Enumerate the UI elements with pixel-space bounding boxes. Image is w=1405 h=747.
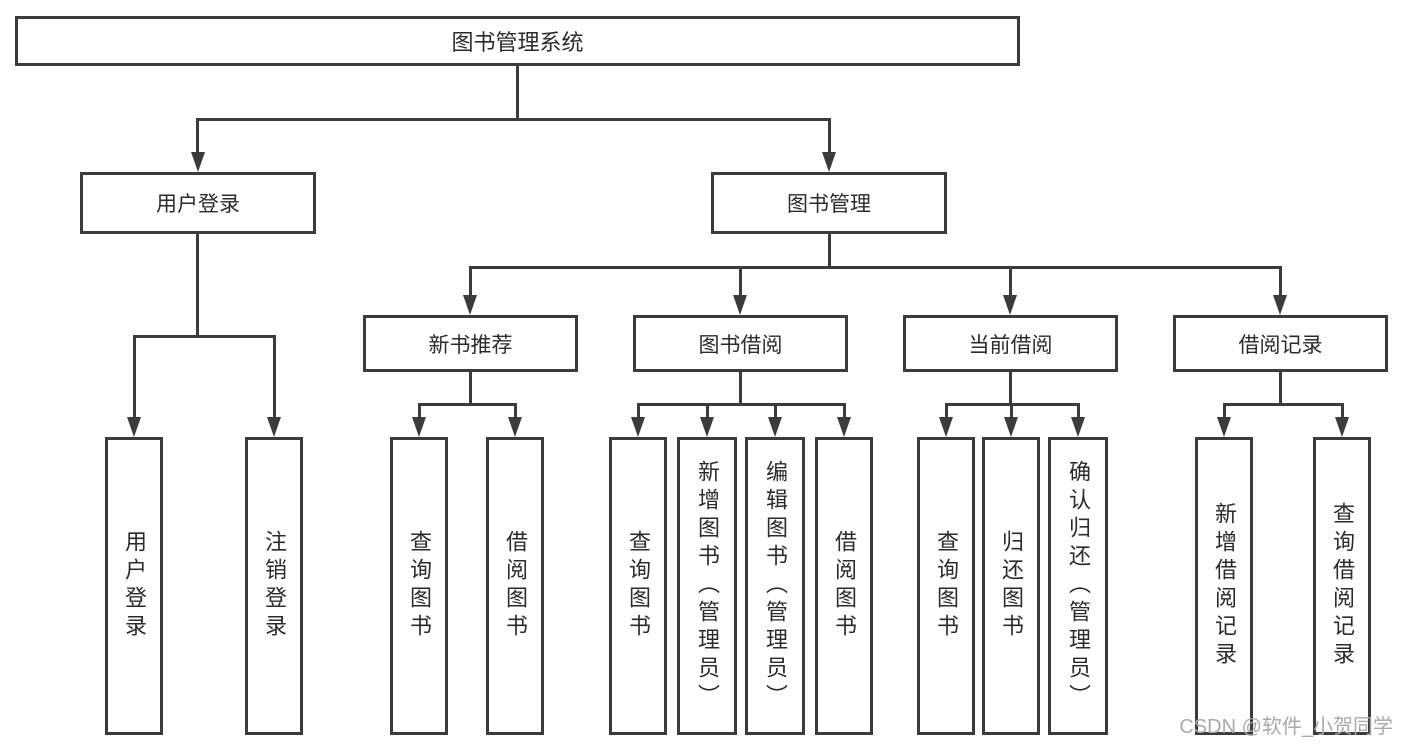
connector-line xyxy=(637,403,640,417)
node-book-borrowing: 图书借阅 xyxy=(633,315,848,372)
arrowhead-icon xyxy=(733,295,747,315)
connector-line xyxy=(273,335,276,417)
connector-line xyxy=(1009,372,1012,406)
node-label: 新书推荐 xyxy=(428,333,513,357)
leaf-confirm-return-admin: 确认归还（管理员） xyxy=(1048,437,1108,735)
node-label: 借阅图书 xyxy=(503,530,528,642)
connector-line xyxy=(1341,403,1344,417)
connector-line xyxy=(196,234,199,338)
node-label: 查询借阅记录 xyxy=(1330,502,1355,670)
arrowhead-icon xyxy=(127,417,141,437)
connector-line xyxy=(469,266,1282,269)
connector-line xyxy=(1223,403,1344,406)
connector-line xyxy=(706,403,709,417)
arrowhead-icon xyxy=(267,417,281,437)
node-borrowing-records: 借阅记录 xyxy=(1173,315,1388,372)
leaf-query-books-recommend: 查询图书 xyxy=(390,437,448,735)
node-label: 新增图书（管理员） xyxy=(695,460,720,712)
connector-line xyxy=(1077,403,1080,417)
connector-line xyxy=(469,266,472,295)
connector-line xyxy=(1009,266,1012,295)
arrowhead-icon xyxy=(631,417,645,437)
node-label: 图书管理系统 xyxy=(451,30,584,55)
node-current-borrowing: 当前借阅 xyxy=(903,315,1118,372)
node-label: 归还图书 xyxy=(999,530,1024,642)
connector-line xyxy=(133,335,136,417)
arrowhead-icon xyxy=(1004,417,1018,437)
node-label: 注销登录 xyxy=(262,530,287,642)
csdn-watermark: CSDN @软件_小贺同学 xyxy=(1179,716,1393,738)
connector-line xyxy=(418,403,517,406)
arrowhead-icon xyxy=(1071,417,1085,437)
arrowhead-icon xyxy=(1335,417,1349,437)
connector-line xyxy=(514,403,517,417)
node-label: 查询图书 xyxy=(934,530,959,642)
connector-line xyxy=(418,403,421,417)
connector-line xyxy=(133,335,276,338)
arrowhead-icon xyxy=(939,417,953,437)
connector-line xyxy=(774,403,777,417)
arrowhead-icon xyxy=(1273,295,1287,315)
connector-line xyxy=(945,403,948,417)
node-user-login-branch: 用户登录 xyxy=(80,172,316,234)
arrowhead-icon xyxy=(508,417,522,437)
connector-line xyxy=(516,66,519,121)
leaf-borrow-books: 借阅图书 xyxy=(815,437,873,735)
node-label: 确认归还（管理员） xyxy=(1066,460,1091,712)
connector-line xyxy=(196,118,199,152)
node-label: 查询图书 xyxy=(407,530,432,642)
connector-line xyxy=(469,372,472,406)
leaf-add-borrow-record: 新增借阅记录 xyxy=(1195,437,1253,735)
connector-line xyxy=(1279,266,1282,295)
leaf-query-books-current: 查询图书 xyxy=(917,437,975,735)
arrowhead-icon xyxy=(837,417,851,437)
node-label: 查询图书 xyxy=(626,530,651,642)
node-library-system-root: 图书管理系统 xyxy=(15,16,1020,66)
arrowhead-icon xyxy=(463,295,477,315)
node-book-management-branch: 图书管理 xyxy=(711,172,947,234)
connector-line xyxy=(196,118,831,121)
node-label: 用户登录 xyxy=(122,530,147,642)
node-new-book-recommend: 新书推荐 xyxy=(363,315,578,372)
arrowhead-icon xyxy=(822,152,836,172)
connector-line xyxy=(828,234,831,269)
arrowhead-icon xyxy=(1003,295,1017,315)
leaf-query-borrow-record: 查询借阅记录 xyxy=(1313,437,1371,735)
connector-line xyxy=(1223,403,1226,417)
node-label: 用户登录 xyxy=(156,193,240,216)
leaf-user-login: 用户登录 xyxy=(105,437,163,735)
arrowhead-icon xyxy=(412,417,426,437)
leaf-query-books-borrowing: 查询图书 xyxy=(609,437,667,735)
arrowhead-icon xyxy=(700,417,714,437)
connector-line xyxy=(739,266,742,295)
connector-line xyxy=(1279,372,1282,406)
node-label: 借阅记录 xyxy=(1238,333,1323,357)
connector-line xyxy=(739,372,742,406)
leaf-return-books: 归还图书 xyxy=(982,437,1040,735)
node-label: 图书借阅 xyxy=(698,333,783,357)
arrowhead-icon xyxy=(191,152,205,172)
connector-line xyxy=(1010,403,1013,417)
connector-line xyxy=(843,403,846,417)
arrowhead-icon xyxy=(1217,417,1231,437)
leaf-logout: 注销登录 xyxy=(245,437,303,735)
leaf-borrow-books-recommend: 借阅图书 xyxy=(486,437,544,735)
node-label: 编辑图书（管理员） xyxy=(763,460,788,712)
leaf-edit-books-admin: 编辑图书（管理员） xyxy=(745,437,805,735)
node-label: 借阅图书 xyxy=(832,530,857,642)
leaf-add-books-admin: 新增图书（管理员） xyxy=(677,437,737,735)
connector-line xyxy=(637,403,846,406)
node-label: 新增借阅记录 xyxy=(1212,502,1237,670)
node-label: 当前借阅 xyxy=(968,333,1053,357)
arrowhead-icon xyxy=(768,417,782,437)
node-label: 图书管理 xyxy=(787,193,871,216)
connector-line xyxy=(828,118,831,152)
